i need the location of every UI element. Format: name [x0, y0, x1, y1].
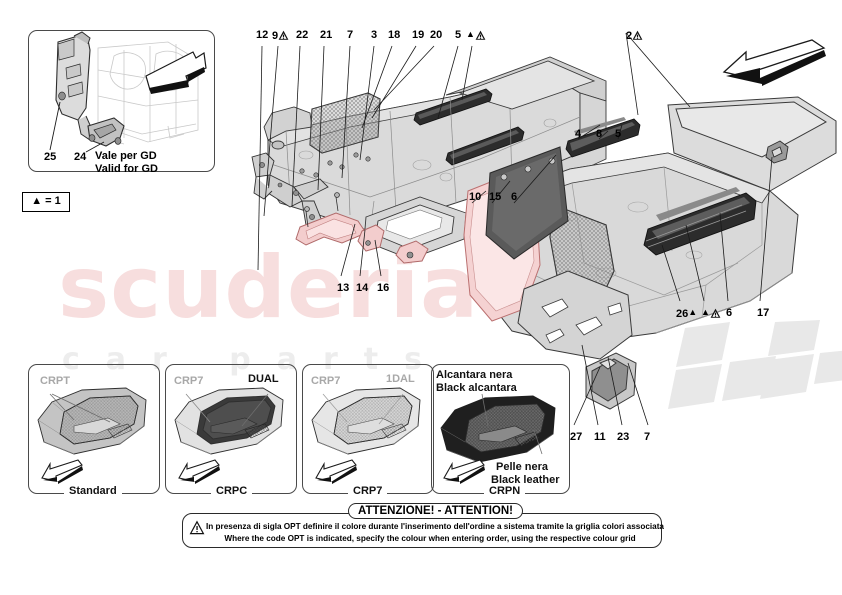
callout-9-label: 9	[272, 30, 279, 42]
mat-tag-standard-crpt: CRPT	[40, 375, 70, 387]
legend-triangle-equals: ▲ = 1	[22, 192, 70, 212]
mat-tag-crpn-pelle-en: Black leather	[491, 474, 560, 486]
mat-arrow-standard	[41, 459, 83, 484]
callout-6-mid: 6	[511, 191, 518, 203]
callout-10: 10	[469, 191, 482, 203]
callout-triangle-warning-low: ▲	[701, 308, 721, 320]
warning-triangle-icon	[278, 30, 289, 40]
gd-inset-panel	[28, 30, 215, 172]
callout-13: 13	[337, 282, 350, 294]
mat-caption-standard: Standard	[64, 485, 122, 497]
warning-triangle-icon	[710, 308, 721, 318]
mat-arrow-crpc	[178, 459, 220, 484]
callout-24: 24	[74, 151, 87, 163]
callout-8: 8	[596, 128, 603, 140]
mat-arrow-crp7	[315, 459, 357, 484]
callout-5-top: 5	[455, 29, 462, 41]
mat-leader-standard	[49, 393, 111, 423]
mat-tag-crpn-alcantara-it: Alcantara nera	[436, 369, 513, 381]
callout-15: 15	[489, 191, 502, 203]
floor-pan-assembly	[463, 96, 837, 410]
callout-2-label: 2	[626, 30, 633, 42]
mat-tag-crpn-alcantara-en: Black alcantara	[436, 382, 517, 394]
floor-pan-leaders	[471, 32, 773, 426]
callout-7-bottom: 7	[644, 431, 651, 443]
callout-7-top: 7	[347, 29, 354, 41]
callout-18: 18	[388, 29, 401, 41]
attention-note-title: ATTENZIONE! - ATTENTION!	[348, 503, 524, 519]
gd-inset-illustration	[49, 31, 207, 153]
mat-caption-crpn: CRPN	[484, 485, 526, 497]
mat-tag-crpn-pelle-it: Pelle nera	[496, 461, 548, 473]
callout-26: 26▲	[676, 308, 697, 320]
callout-17: 17	[757, 307, 770, 319]
callout-16: 16	[377, 282, 390, 294]
checkered-flag-watermark	[668, 320, 842, 409]
mat-illustration-crpn	[440, 395, 556, 463]
callout-6-low: 6	[726, 307, 733, 319]
callout-9: 9	[272, 30, 289, 42]
callout-25: 25	[44, 151, 57, 163]
callout-2: 2	[626, 30, 643, 42]
callout-3: 3	[371, 29, 378, 41]
mat-tag-crpc-dual: DUAL	[248, 373, 279, 385]
callout-5-mid: 5	[615, 128, 622, 140]
mat-illustration-crpc	[174, 387, 284, 455]
mat-caption-crpc: CRPC	[211, 485, 253, 497]
warning-triangle-icon	[189, 520, 205, 535]
callout-26-label: 26	[676, 308, 689, 320]
mat-illustration-standard	[37, 387, 147, 455]
warning-triangle-icon	[632, 30, 643, 40]
direction-arrow-large	[722, 39, 826, 86]
callout-14: 14	[356, 282, 369, 294]
callout-19: 19	[412, 29, 425, 41]
mat-caption-crp7: CRP7	[348, 485, 388, 497]
mat-leaders-crpn	[481, 393, 543, 455]
callout-27: 27	[570, 431, 583, 443]
gd-caption-it: Vale per GD	[95, 150, 157, 162]
callout-11: 11	[594, 431, 606, 443]
mat-leaders-crp7	[322, 393, 404, 425]
callout-4: 4	[575, 128, 582, 140]
mat-tag-crp7-crp7: CRP7	[311, 375, 341, 387]
triangle-icon: ▲	[466, 29, 475, 39]
callout-20: 20	[430, 29, 443, 41]
gd-caption-en: Valid for GD	[95, 163, 158, 175]
callout-21: 21	[320, 29, 333, 41]
callout-22: 22	[296, 29, 309, 41]
triangle-icon: ▲	[701, 307, 710, 317]
attention-note-line-it: In presenza di sigla OPT definire il col…	[206, 522, 664, 531]
callout-triangle-warning-top: ▲	[466, 30, 486, 42]
top-callout-leaders	[257, 45, 473, 271]
callout-12: 12	[256, 29, 269, 41]
center-low-leaders	[340, 223, 382, 277]
triangle-icon: ▲	[688, 307, 698, 317]
mat-arrow-crpn	[443, 459, 485, 484]
mat-tag-crpc-crp7: CRP7	[174, 375, 204, 387]
warning-triangle-icon	[475, 30, 486, 40]
callout-23: 23	[617, 431, 630, 443]
watermark-sub: car parts	[62, 342, 448, 377]
attention-note-line-en: Where the code OPT is indicated, specify…	[224, 534, 636, 543]
mat-illustration-crp7	[311, 387, 421, 455]
mat-tag-crp7-1dal: 1DAL	[386, 373, 415, 385]
mat-leaders-crpc	[185, 393, 269, 427]
